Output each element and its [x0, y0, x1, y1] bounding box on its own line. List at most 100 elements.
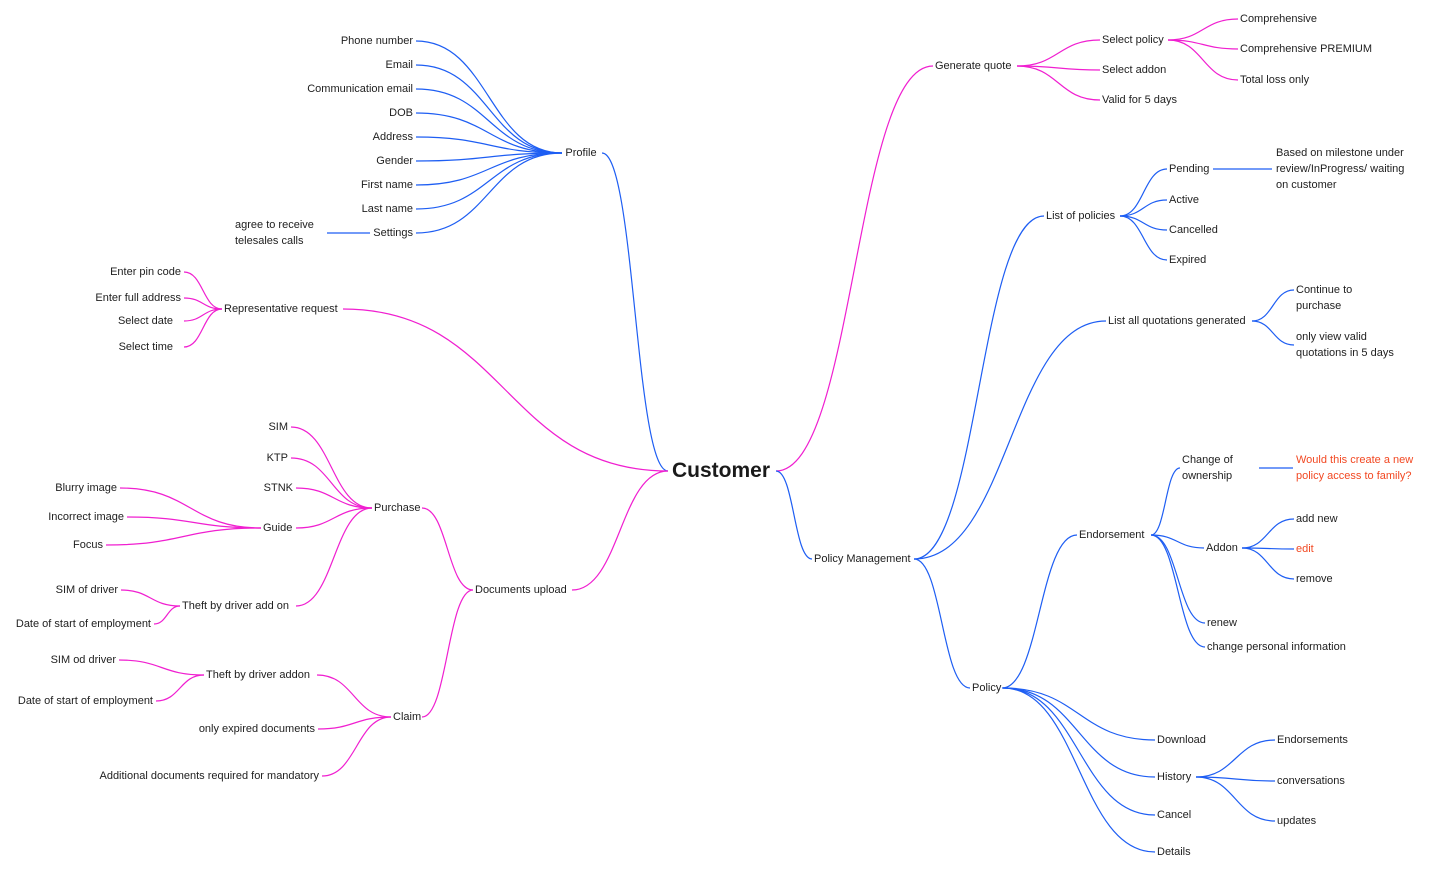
node-policy-management[interactable]: Policy Management [814, 553, 911, 565]
node-guide[interactable]: Guide [263, 522, 293, 534]
connector-purchase-child [290, 457, 373, 509]
connector-quotation-child [1251, 320, 1295, 346]
node-generate-quote[interactable]: Generate quote [935, 60, 1012, 72]
node-expired[interactable]: Expired [1169, 254, 1207, 266]
node-ownership-note[interactable]: Would this create a new policy access to… [1296, 454, 1414, 482]
connector-claim-child [316, 674, 392, 718]
connector-policy-child [1002, 687, 1156, 853]
connector-endorsement-child [1150, 534, 1206, 624]
connector-claim-theft-child [155, 674, 205, 702]
node-date-start-employment-1[interactable]: Date of start of employment [15, 618, 151, 630]
node-view-valid-quotations[interactable]: only view valid quotations in 5 days [1296, 331, 1394, 359]
node-edit[interactable]: edit [1296, 543, 1314, 555]
node-select-addon[interactable]: Select addon [1102, 64, 1167, 76]
node-endorsement[interactable]: Endorsement [1079, 529, 1145, 541]
node-address[interactable]: Address [372, 131, 413, 143]
root-node-customer[interactable]: Customer [671, 459, 771, 482]
node-sim-od-driver[interactable]: SIM od driver [50, 654, 116, 666]
connector-addon-child [1241, 547, 1295, 580]
node-list-quotations[interactable]: List all quotations generated [1108, 315, 1246, 327]
node-renew[interactable]: renew [1207, 617, 1237, 629]
node-total-loss-only[interactable]: Total loss only [1240, 74, 1310, 86]
connector-quotation-child [1251, 289, 1295, 322]
node-policy[interactable]: Policy [972, 682, 1002, 694]
node-sim[interactable]: SIM [268, 421, 288, 433]
node-change-personal-info[interactable]: change personal information [1207, 641, 1346, 653]
node-updates[interactable]: updates [1277, 815, 1317, 827]
connector-claim-child [321, 716, 392, 777]
node-settings[interactable]: Settings [373, 227, 413, 239]
connector-profile-child [415, 64, 563, 154]
node-change-of-ownership[interactable]: Change of ownership [1182, 454, 1233, 482]
connector-root-representative [342, 308, 669, 472]
node-ktp[interactable]: KTP [266, 452, 288, 464]
node-history[interactable]: History [1157, 771, 1192, 783]
node-profile[interactable]: Profile [565, 147, 597, 159]
connector-policy-option [1167, 39, 1239, 50]
connector-profile-child [415, 136, 563, 154]
connector-root-documents [571, 470, 669, 591]
node-date-start-employment-2[interactable]: Date of start of employment [17, 695, 153, 707]
node-pending-note[interactable]: Based on milestone under review/InProgre… [1276, 147, 1405, 191]
node-remove[interactable]: remove [1296, 573, 1333, 585]
node-enter-pin-code[interactable]: Enter pin code [110, 266, 181, 278]
node-first-name[interactable]: First name [361, 179, 413, 191]
node-additional-documents[interactable]: Additional documents required for mandat… [99, 770, 319, 782]
connector-list-policies-child [1119, 168, 1168, 217]
node-comprehensive[interactable]: Comprehensive [1240, 13, 1318, 25]
node-blurry-image[interactable]: Blurry image [55, 482, 117, 494]
node-purchase[interactable]: Purchase [374, 502, 421, 514]
node-cancelled[interactable]: Cancelled [1169, 224, 1218, 236]
node-theft-by-driver-add-on[interactable]: Theft by driver add on [182, 600, 290, 612]
node-stnk[interactable]: STNK [263, 482, 293, 494]
connector-profile-child [415, 152, 563, 234]
node-theft-by-driver-addon[interactable]: Theft by driver addon [206, 669, 310, 681]
node-addon[interactable]: Addon [1206, 542, 1238, 554]
connector-history-child [1195, 776, 1276, 782]
node-dob[interactable]: DOB [389, 107, 413, 119]
connector-claim-child [317, 716, 392, 730]
node-last-name[interactable]: Last name [361, 203, 413, 215]
node-only-expired-documents[interactable]: only expired documents [198, 723, 315, 735]
node-representative-request[interactable]: Representative request [224, 303, 338, 315]
node-select-date[interactable]: Select date [117, 315, 173, 327]
node-sim-of-driver[interactable]: SIM of driver [55, 584, 118, 596]
node-pending[interactable]: Pending [1169, 163, 1210, 175]
node-incorrect-image[interactable]: Incorrect image [48, 511, 124, 523]
connector-endorsement-child [1150, 534, 1206, 648]
node-communication-email[interactable]: Communication email [307, 83, 413, 95]
node-comprehensive-premium[interactable]: Comprehensive PREMIUM [1240, 43, 1373, 55]
node-list-of-policies[interactable]: List of policies [1046, 210, 1116, 222]
connector-policy-option [1167, 39, 1239, 81]
node-enter-full-address[interactable]: Enter full address [95, 292, 181, 304]
connector-purchase-child [295, 507, 373, 607]
connector-documents-purchase [421, 507, 474, 591]
connector-addon-child [1241, 547, 1295, 550]
connector-representative-child [183, 308, 223, 322]
connector-representative-child [183, 271, 223, 310]
node-conversations[interactable]: conversations [1277, 775, 1345, 787]
node-documents-upload[interactable]: Documents upload [475, 584, 567, 596]
node-active[interactable]: Active [1169, 194, 1199, 206]
node-valid-5-days[interactable]: Valid for 5 days [1102, 94, 1178, 106]
connector-root-profile [601, 152, 669, 472]
node-focus[interactable]: Focus [73, 539, 103, 551]
connector-history-child [1195, 776, 1276, 822]
node-download[interactable]: Download [1157, 734, 1206, 746]
node-add-new[interactable]: add new [1296, 513, 1338, 525]
connector-documents-claim [421, 589, 474, 718]
connector-pm-list-quotations [913, 320, 1107, 560]
node-select-time[interactable]: Select time [118, 341, 173, 353]
node-details[interactable]: Details [1157, 846, 1191, 858]
node-endorsements[interactable]: Endorsements [1277, 734, 1348, 746]
node-cancel[interactable]: Cancel [1157, 809, 1192, 821]
node-phone-number[interactable]: Phone number [340, 35, 413, 47]
node-select-policy[interactable]: Select policy [1102, 34, 1164, 46]
node-telesales-note[interactable]: agree to receive telesales calls [235, 219, 314, 247]
node-claim[interactable]: Claim [393, 711, 422, 723]
node-email[interactable]: Email [385, 59, 413, 71]
connector-policy-endorsement [1001, 534, 1078, 689]
node-gender[interactable]: Gender [376, 155, 413, 167]
connector-list-policies-child [1119, 215, 1168, 231]
node-continue-purchase[interactable]: Continue to purchase [1296, 284, 1353, 312]
